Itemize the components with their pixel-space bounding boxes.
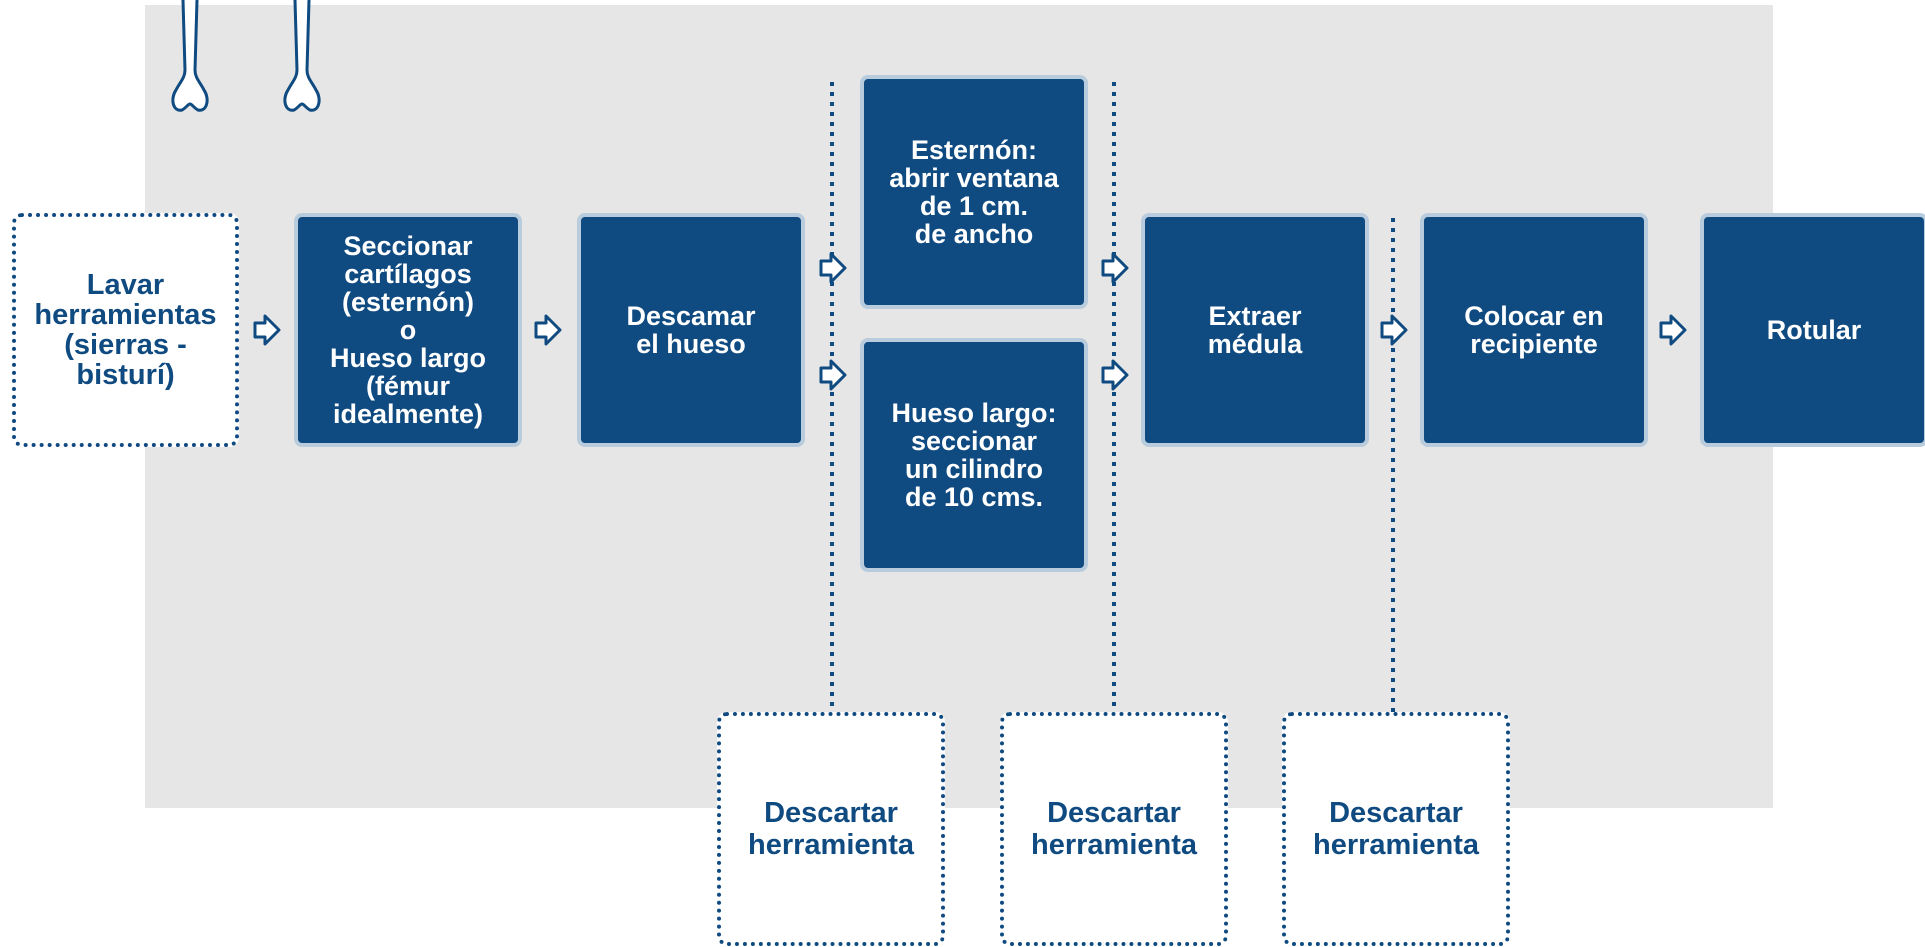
arrow-right-icon bbox=[1101, 252, 1129, 284]
discard-tool-2: Descartar herramienta bbox=[1000, 712, 1228, 946]
step-extraer-medula: Extraer médula bbox=[1141, 213, 1369, 447]
arrow-right-icon bbox=[1101, 359, 1129, 391]
step-hueso-largo-cilindro: Hueso largo: seccionar un cilindro de 10… bbox=[860, 338, 1088, 572]
step-descamar-hueso: Descamar el hueso bbox=[577, 213, 805, 447]
discard-tool-3: Descartar herramienta bbox=[1282, 712, 1510, 946]
step-lavar-herramientas: Lavar herramientas (sierras - bisturí) bbox=[12, 213, 239, 447]
bone-icon bbox=[171, 0, 209, 112]
step-colocar-recipiente: Colocar en recipiente bbox=[1420, 213, 1648, 447]
arrow-right-icon bbox=[1380, 314, 1408, 346]
dotted-separator-lines bbox=[830, 82, 1395, 712]
arrow-right-icon bbox=[534, 314, 562, 346]
step-esternon-ventana: Esternón: abrir ventana de 1 cm. de anch… bbox=[860, 75, 1088, 309]
arrow-right-icon bbox=[253, 314, 281, 346]
arrow-right-icon bbox=[819, 252, 847, 284]
step-rotular: Rotular bbox=[1700, 213, 1925, 447]
discard-tool-1: Descartar herramienta bbox=[717, 712, 945, 946]
step-seccionar-cartilagos: Seccionar cartílagos (esternón) o Hueso … bbox=[294, 213, 522, 447]
arrow-right-icon bbox=[1659, 314, 1687, 346]
arrow-right-icon bbox=[819, 359, 847, 391]
bone-icon bbox=[283, 0, 321, 112]
